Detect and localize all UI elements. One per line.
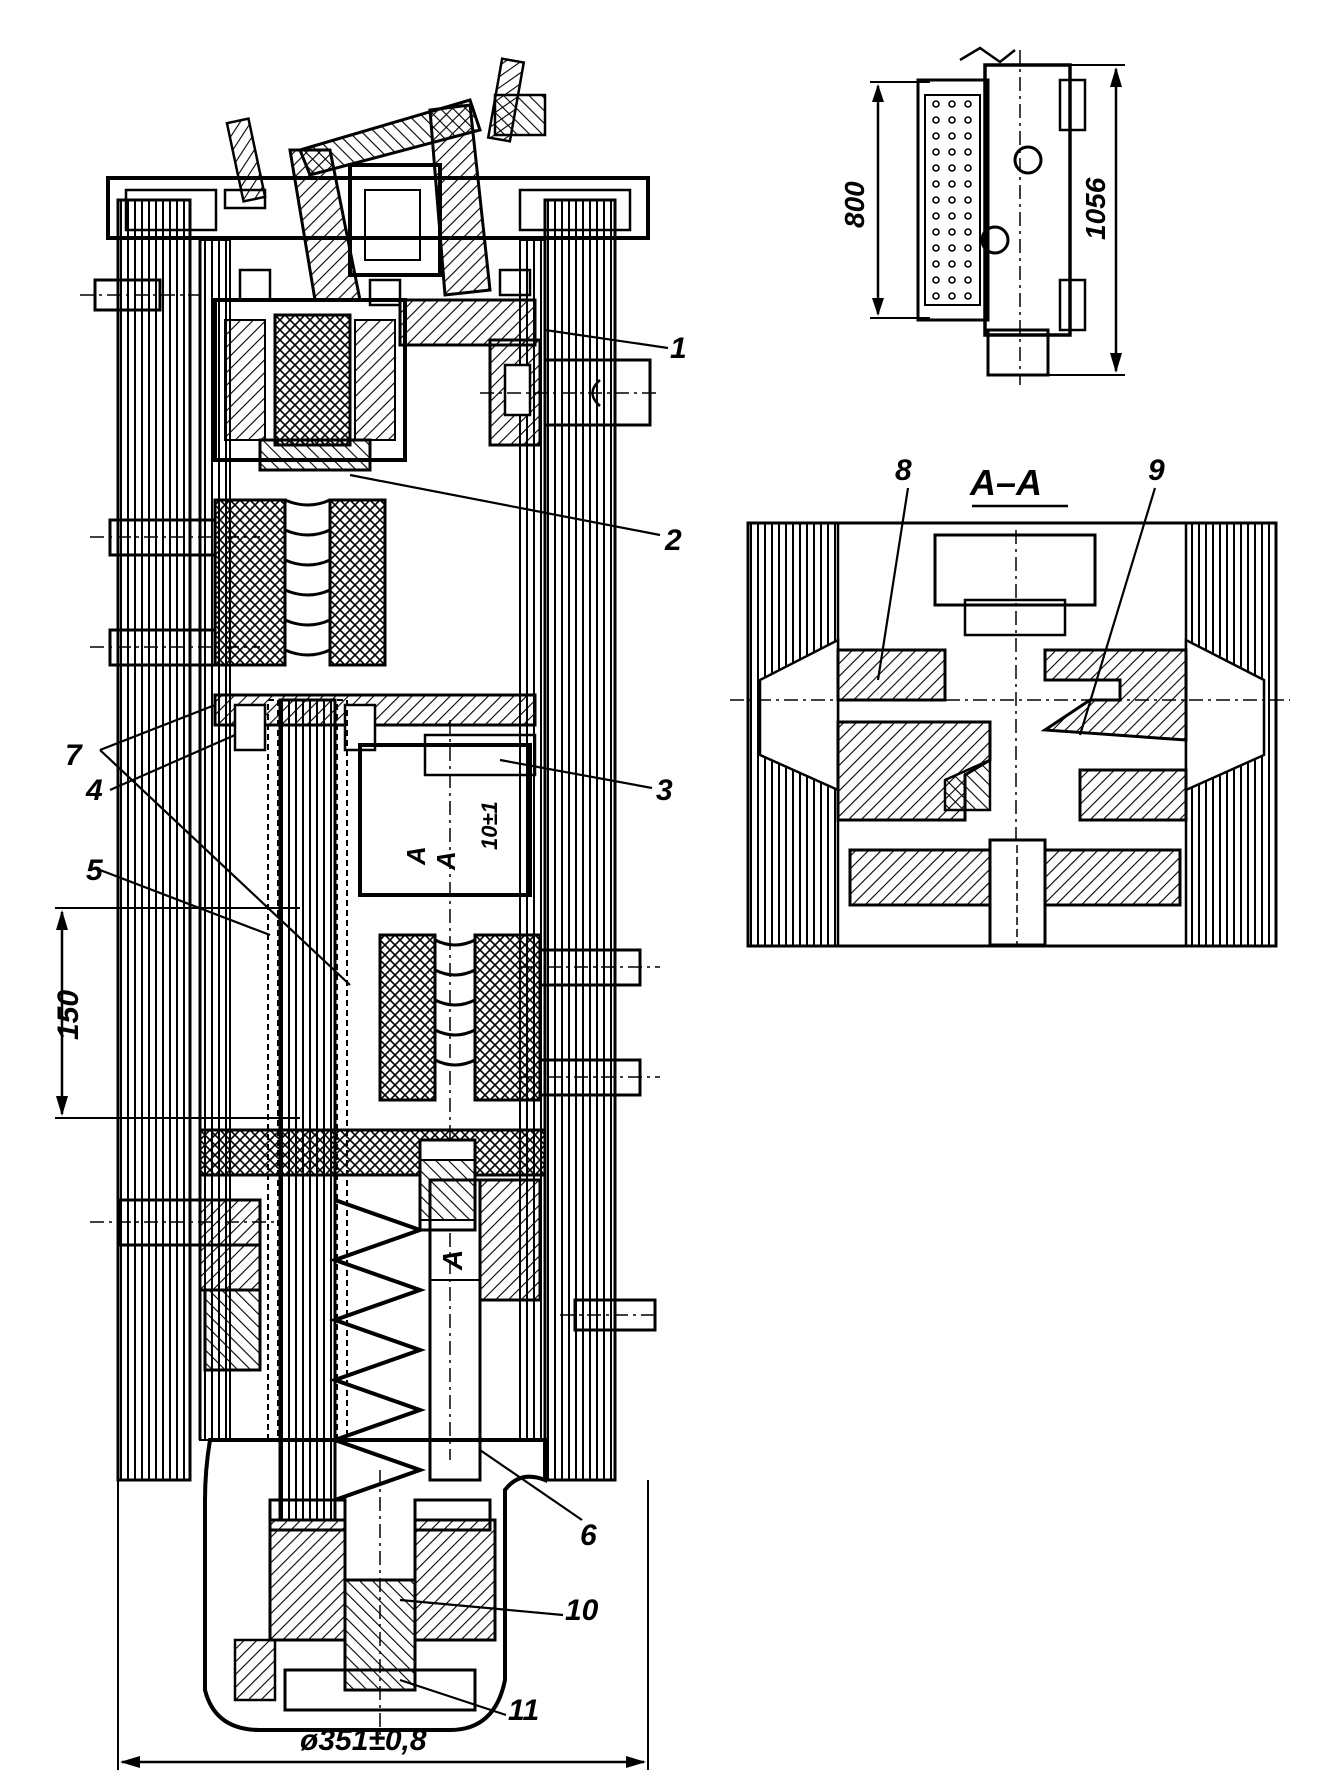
callout-10: 10 xyxy=(565,1594,599,1627)
callout-11: 11 xyxy=(508,1694,539,1727)
callout-2: 2 xyxy=(664,524,682,557)
central-rod xyxy=(278,698,337,1522)
top-left-bolt xyxy=(223,117,267,210)
callout-4: 4 xyxy=(85,774,103,807)
callout-5: 5 xyxy=(86,854,104,887)
callout-1: 1 xyxy=(670,332,687,365)
leader-lines xyxy=(99,328,669,1717)
callout-7: 7 xyxy=(65,739,83,772)
right-outer-wall xyxy=(543,198,617,1482)
section-mark-a-upper-2: A xyxy=(431,851,461,871)
callout-6: 6 xyxy=(580,1519,597,1552)
contact-9-upper xyxy=(1040,648,1188,742)
contact-8-upper xyxy=(836,648,947,702)
small-external-view: 800 1056 xyxy=(839,46,1125,385)
small-cabinet xyxy=(983,63,1072,337)
main-view: 150 ø351±0,8 10±1 A A A xyxy=(52,57,687,1770)
block-3 xyxy=(358,743,532,897)
callout-9: 9 xyxy=(1148,454,1165,487)
upper-spring-stack xyxy=(284,498,331,657)
bottom-housing xyxy=(203,1438,547,1732)
left-outer-wall xyxy=(116,198,192,1482)
dimension-150: 150 xyxy=(52,907,300,1119)
spring-guide xyxy=(428,1178,482,1482)
small-dimension-1056: 1056 xyxy=(1080,177,1111,240)
small-dimension-800: 800 xyxy=(839,181,870,228)
lower-plate xyxy=(198,1128,547,1177)
small-body xyxy=(916,78,990,322)
lower-insulator-right xyxy=(473,933,542,1102)
dimension-150-label: 150 xyxy=(52,990,85,1040)
contact-9-lower xyxy=(1078,768,1188,822)
dimension-gap-label: 10±1 xyxy=(477,801,502,850)
callout-3: 3 xyxy=(656,774,673,807)
upper-insulator-left xyxy=(213,498,287,667)
upper-insulator-right xyxy=(328,498,387,667)
top-right-bolt xyxy=(486,57,547,143)
top-insulator xyxy=(348,163,442,277)
callout-8: 8 xyxy=(895,454,912,487)
section-mark-a-lower: A xyxy=(437,1250,468,1271)
section-view-a-a: A–A 8 9 xyxy=(730,454,1290,948)
dimension-diameter-label: ø351±0,8 xyxy=(300,1724,427,1757)
section-mark-a-upper: A xyxy=(401,846,431,866)
dimension-diameter: ø351±0,8 xyxy=(117,1480,649,1770)
compression-spring xyxy=(328,1198,427,1502)
lower-insulator-left xyxy=(378,933,437,1102)
lower-spring-stack xyxy=(434,938,476,1067)
section-title: A–A xyxy=(969,462,1042,503)
top-frame xyxy=(106,176,650,240)
